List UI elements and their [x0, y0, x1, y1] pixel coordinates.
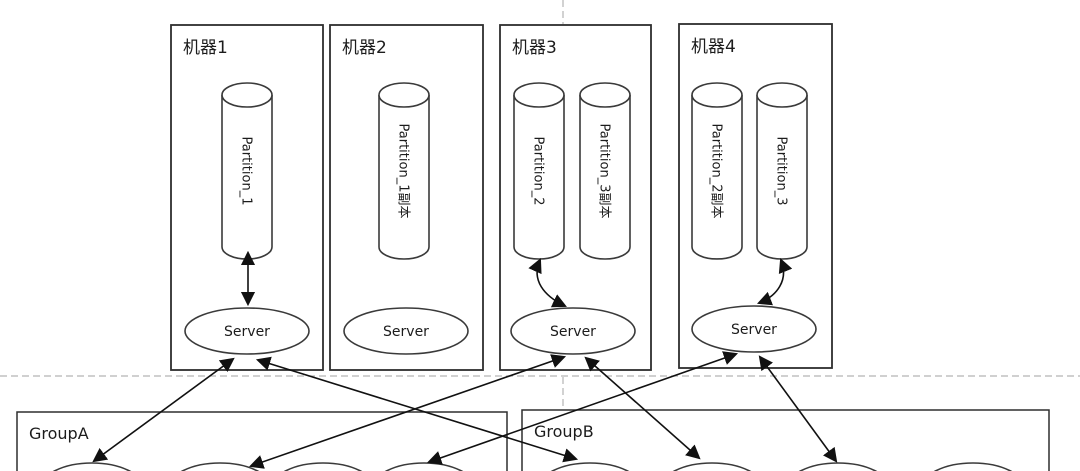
- arrow-server4-groupA-consumer4: [426, 351, 739, 465]
- cylinder-top: [513, 82, 565, 108]
- server-2-ellipse: [343, 307, 469, 355]
- cylinder-top: [221, 82, 273, 108]
- cylinder-top: [378, 82, 430, 108]
- machine-2-title: 机器2: [342, 38, 387, 58]
- server-4-label: Server: [731, 322, 777, 338]
- group-b-consumer-4: [933, 462, 1013, 471]
- group-b-frame: [521, 409, 1050, 471]
- cylinder-top: [756, 82, 808, 108]
- server-3-label: Server: [550, 324, 596, 340]
- arrow-server4-groupB-consumer3: [758, 355, 838, 463]
- cylinder-body: [378, 95, 430, 260]
- cylinder-body: [691, 95, 743, 260]
- group-a-label: GroupA: [29, 424, 89, 443]
- machine-box-2: 机器2 Partition_1副本 Server: [329, 24, 484, 371]
- cylinder-partition-3: Partition_3: [756, 82, 808, 260]
- server-consumer-connectors: [92, 351, 838, 469]
- group-b-label: GroupB: [534, 422, 594, 441]
- server-2-label: Server: [383, 324, 429, 340]
- arrow-server1-groupA-consumer1: [92, 357, 235, 463]
- partition-1-label: Partition_1: [238, 137, 253, 206]
- cylinder-partition-3-replica: Partition_3副本: [579, 82, 631, 260]
- partition-1-replica-label: Partition_1副本: [395, 124, 410, 219]
- group-a-consumer-1: [52, 462, 132, 471]
- arrow-partition2-server3: [528, 258, 567, 308]
- machine-4-title: 机器4: [691, 37, 736, 57]
- cylinder-body: [579, 95, 631, 260]
- machine-1-title: 机器1: [183, 38, 228, 58]
- machine-box-4: 机器4 Partition_2副本 Partition_3 Server: [678, 23, 833, 369]
- partition-2-replica-label: Partition_2副本: [708, 124, 723, 219]
- cylinder-partition-2-replica: Partition_2副本: [691, 82, 743, 260]
- partition-3-label: Partition_3: [773, 137, 788, 206]
- server-1-ellipse: [184, 307, 310, 355]
- cylinder-top: [579, 82, 631, 108]
- arrow-partition3-server4: [756, 257, 793, 306]
- partition-3-replica-label: Partition_3副本: [596, 124, 611, 219]
- machine-box-1: 机器1 Partition_1 Server: [170, 24, 324, 371]
- group-b-consumer-3: [798, 462, 878, 471]
- cylinder-partition-2: Partition_2: [513, 82, 565, 260]
- group-b: GroupB: [521, 409, 1050, 471]
- cylinder-partition-1-replica: Partition_1副本: [378, 82, 430, 260]
- group-a-consumer-2: [180, 462, 260, 471]
- server-1-label: Server: [224, 324, 270, 340]
- machine-3-title: 机器3: [512, 38, 557, 58]
- server-4-ellipse: [691, 305, 817, 353]
- machine-box-3: 机器3 Partition_2 Partition_3副本 Server: [499, 24, 652, 371]
- partition-2-label: Partition_2: [530, 137, 545, 206]
- cylinder-partition-1: Partition_1: [221, 82, 273, 260]
- cylinder-top: [691, 82, 743, 108]
